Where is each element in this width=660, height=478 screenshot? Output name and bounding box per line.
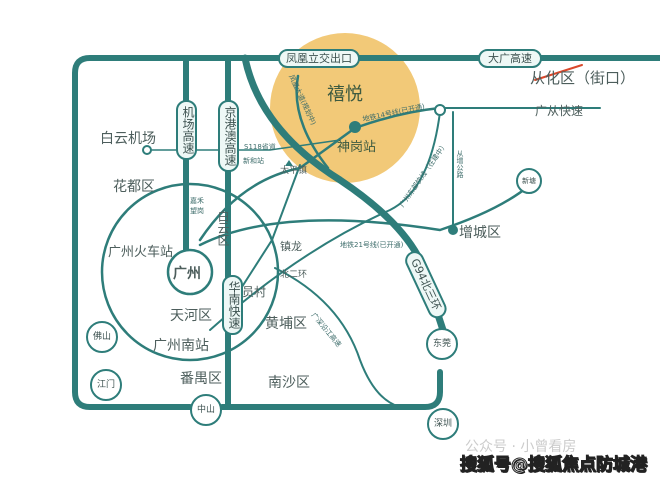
zengcheng-label: 增城区 xyxy=(459,225,501,241)
nansha-label: 南沙区 xyxy=(268,375,310,391)
sohu-watermark: 搜狐号@搜狐焦点防城港站 xyxy=(460,455,648,476)
project-highlight-area xyxy=(270,33,420,183)
fenghuang-interchange-pill: 凤凰立交出口 xyxy=(278,49,360,68)
jinggangao-pill: 京港澳高速 xyxy=(218,100,239,172)
s118-label: S118省道 xyxy=(244,143,276,151)
yuancun-label: 员村 xyxy=(242,285,267,299)
xinhe-label: 新和站 xyxy=(243,157,264,165)
jiahe-label: 嘉禾望岗 xyxy=(190,197,204,215)
beierhuan-road xyxy=(239,164,301,291)
red-road xyxy=(534,64,583,81)
zhongshan-marker: 中山 xyxy=(190,394,222,426)
metro-line-21 xyxy=(198,183,532,247)
shengang-station-label: 神岗站 xyxy=(337,140,377,155)
beierhuan-label: 北二环 xyxy=(280,270,308,280)
inner-ring xyxy=(100,182,280,362)
junction-icon xyxy=(434,104,446,116)
gz-station-label: 广州火车站 xyxy=(108,245,174,260)
guangzhou-label: 广州 xyxy=(173,266,201,282)
huangpu-label: 黄埔区 xyxy=(265,316,307,332)
guangcong-label: 广从快速 xyxy=(535,104,584,118)
east-express-line xyxy=(209,111,441,331)
g94-expressway xyxy=(241,54,447,334)
conghua-label: 从化区（街口） xyxy=(530,69,636,87)
tianhe-label: 天河区 xyxy=(170,308,212,324)
line21-label: 地铁21号线(已开通) xyxy=(340,241,404,249)
xintang-marker: 新塘 xyxy=(516,168,542,194)
huanan-expressway-pill: 华南快速 xyxy=(222,275,243,335)
taiping-label: 太平镇 xyxy=(280,166,308,176)
conzeng-label: 从增公路 xyxy=(456,150,464,178)
airport-expressway-pill: 机场高速 xyxy=(176,100,197,160)
shenzhen-marker: 深圳 xyxy=(427,408,459,440)
huadu-label: 花都区 xyxy=(113,179,155,195)
baiyun-airport-label: 白云机场 xyxy=(100,131,156,147)
shengang-station-icon xyxy=(349,121,361,133)
foshan-marker: 佛山 xyxy=(86,321,118,353)
zhenlong-label: 镇龙 xyxy=(280,240,302,253)
panyu-label: 番禺区 xyxy=(180,371,222,387)
guangzhou-center-icon xyxy=(166,248,214,296)
daguang-expressway-pill: 大广高速 xyxy=(478,49,542,68)
yanjiang-expressway xyxy=(274,267,401,408)
airport-node-icon xyxy=(142,145,152,155)
wechat-watermark: 公众号 · 小曾看房 xyxy=(465,439,577,455)
zengcheng-station-icon xyxy=(448,225,458,235)
baiyun-label: 白云区 xyxy=(216,210,230,246)
gz-south-label: 广州南站 xyxy=(153,338,209,354)
dongguan-marker: 东莞 xyxy=(426,328,458,360)
fenghuang-avenue xyxy=(295,74,330,170)
mountain-icon xyxy=(285,160,293,166)
jiangmen-marker: 江门 xyxy=(90,369,122,401)
project-name: 禧悦 xyxy=(327,84,363,105)
outer-ring-road xyxy=(72,55,660,410)
